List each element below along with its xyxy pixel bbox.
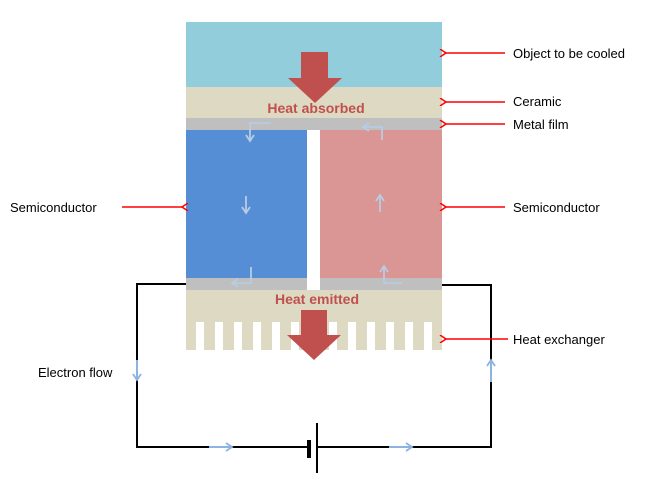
p-semiconductor	[320, 130, 442, 278]
label-semiconductor-left: Semiconductor	[10, 200, 97, 215]
label-ceramic: Ceramic	[513, 94, 562, 109]
heat-emitted-label: Heat emitted	[275, 291, 359, 307]
label-heat-exchanger: Heat exchanger	[513, 332, 605, 347]
battery-icon	[305, 420, 323, 475]
fin-slot	[272, 322, 280, 351]
fin-slot	[386, 322, 394, 351]
fin-slot	[405, 322, 413, 351]
heat-absorbed-arrow	[288, 52, 342, 103]
fin-slot	[253, 322, 261, 351]
label-semiconductor-right: Semiconductor	[513, 200, 600, 215]
fin-slot	[348, 322, 356, 351]
fin-slot	[424, 322, 432, 351]
fin-slot	[215, 322, 223, 351]
metal-film-top	[186, 118, 442, 130]
metal-film-bottom-right	[320, 278, 442, 290]
label-metal-film: Metal film	[513, 117, 569, 132]
metal-film-bottom-left	[186, 278, 307, 290]
heat-absorbed-label: Heat absorbed	[267, 100, 364, 116]
fin-slot	[196, 322, 204, 351]
label-electron-flow: Electron flow	[38, 365, 113, 380]
label-object: Object to be cooled	[513, 46, 625, 61]
heat-emitted-arrow	[287, 310, 341, 360]
fin-slot	[367, 322, 375, 351]
internal-flow-arrows	[230, 122, 402, 288]
fin-slot	[234, 322, 242, 351]
